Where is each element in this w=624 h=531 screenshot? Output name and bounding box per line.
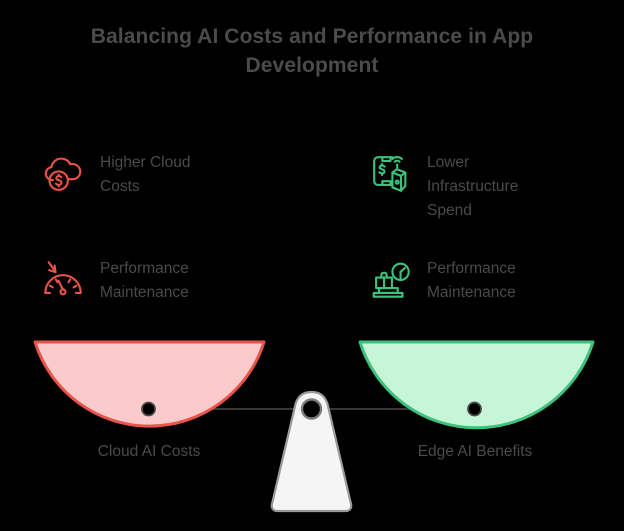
feature-item-lower-infrastructure-spend: Lower Infrastructure Spend (367, 150, 597, 223)
left-pan-cloud-ai-costs (33, 340, 266, 428)
feature-label: Lower Infrastructure Spend (427, 154, 519, 219)
right-pan-edge-ai-benefits (358, 340, 595, 430)
fulcrum-pivot-hole (300, 398, 323, 420)
cloud-dollar-icon (44, 157, 82, 191)
feature-item-performance-maintenance-left: Performance Maintenance (40, 256, 270, 305)
gauge-down-arrow-icon (44, 261, 82, 296)
page-title: Balancing AI Costs and Performance in Ap… (90, 25, 534, 77)
balance-scale-graphic (33, 340, 595, 513)
scale-briefcase-clock-icon (372, 262, 410, 298)
right-pan-caption: Edge AI Benefits (417, 443, 533, 460)
device-dollar-wifi-icon (373, 155, 407, 192)
feature-label: Performance Maintenance (100, 260, 189, 301)
left-pan-caption: Cloud AI Costs (97, 443, 201, 460)
fulcrum-base (270, 390, 353, 513)
left-pivot-ring (141, 401, 156, 417)
feature-label: Performance Maintenance (427, 260, 516, 301)
right-pivot-ring (467, 401, 482, 417)
feature-item-higher-cloud-costs: Higher Cloud Costs (40, 150, 270, 199)
feature-label: Higher Cloud Costs (100, 154, 191, 195)
feature-item-performance-maintenance-right: Performance Maintenance (367, 256, 597, 305)
